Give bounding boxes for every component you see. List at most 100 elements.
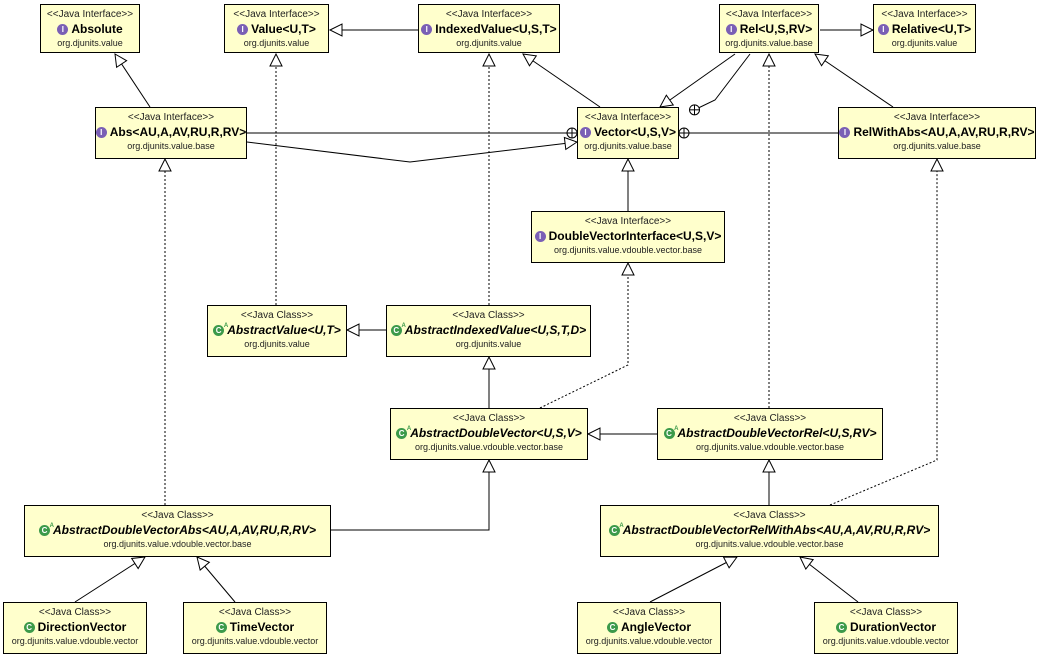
type-name: DirectionVector	[37, 620, 127, 634]
edge-extends-advrwa-to-advrel	[762, 458, 776, 505]
package-name: org.djunits.value	[891, 38, 958, 48]
edge-extends-vector-to-indexedvalue	[522, 53, 601, 108]
package-name: org.djunits.value.vdouble.vector.base	[695, 539, 844, 549]
abstract-class-icon: C	[396, 424, 411, 439]
uml-class-adv[interactable]: <<Java Class>>CAbstractDoubleVector<U,S,…	[390, 408, 588, 460]
class-icon: C	[215, 621, 227, 633]
package-name: org.djunits.value.vdouble.vector.base	[695, 442, 845, 452]
package-name: org.djunits.value.base	[893, 141, 981, 151]
edge-extends-advrel-to-adv	[586, 427, 657, 441]
inheritance-arrowhead	[659, 94, 675, 108]
edge-extends-indexedvalue-to-value	[328, 23, 418, 37]
inheritance-arrowhead	[269, 52, 283, 67]
edge-nested-vector-to-rel	[689, 53, 751, 116]
abstract-class-icon: C	[663, 424, 679, 439]
package-name: org.djunits.value.vdouble.vector.base	[553, 245, 703, 255]
edge-extends-angle-to-advrwa	[649, 556, 738, 603]
edge-extends-relwithabs-to-rel	[814, 53, 894, 108]
edge-implements-advrwa-to-relwithabs	[829, 157, 944, 506]
edge-extends-abs-to-vector	[246, 136, 579, 163]
uml-class-advrwa[interactable]: <<Java Class>>CAbstractDoubleVectorRelWi…	[600, 505, 939, 557]
type-name: TimeVector	[229, 620, 295, 634]
package-name: org.djunits.value.vdouble.vector.base	[414, 442, 564, 452]
inheritance-arrowhead	[482, 458, 496, 473]
inheritance-arrowhead	[114, 53, 128, 69]
type-name: DurationVector	[849, 620, 936, 634]
stereotype-label: <<Java Class>>	[240, 310, 314, 321]
edge-extends-abs-to-absolute	[114, 53, 151, 108]
stereotype-label: <<Java Class>>	[141, 510, 214, 521]
stereotype-label: <<Java Interface>>	[725, 9, 813, 20]
inheritance-arrowhead	[130, 556, 146, 570]
inheritance-arrowhead	[762, 458, 776, 473]
package-name: org.djunits.value.vdouble.vector	[11, 636, 139, 646]
inheritance-arrowhead	[621, 261, 635, 276]
stereotype-label: <<Java Interface>>	[445, 9, 533, 20]
class-icon: C	[23, 621, 35, 633]
abstract-class-icon: C	[608, 521, 624, 536]
edge-implements-adv-to-dvi	[539, 261, 635, 409]
package-name: org.djunits.value.vdouble.vector.base	[103, 539, 252, 549]
node-title: CAbstractDoubleVectorRelWithAbs<AU,A,AV,…	[601, 521, 938, 538]
stereotype-label: <<Java Class>>	[452, 310, 525, 321]
stereotype-label: <<Java Interface>>	[233, 9, 320, 20]
package-name: org.djunits.value.vdouble.vector	[585, 636, 713, 646]
uml-class-absindexed[interactable]: <<Java Class>>CAbstractIndexedValue<U,S,…	[386, 305, 591, 357]
type-name: AbstractDoubleVectorAbs<AU,A,AV,RU,R,RV>	[53, 523, 316, 537]
interface-icon: I	[237, 23, 249, 35]
inheritance-arrowhead	[586, 427, 601, 441]
stereotype-label: <<Java Class>>	[612, 607, 686, 618]
type-name: DoubleVectorInterface<U,S,V>	[548, 229, 722, 243]
package-name: org.djunits.value	[456, 38, 522, 48]
interface-icon: I	[725, 23, 737, 35]
interface-icon: I	[579, 126, 591, 138]
inheritance-arrowhead	[482, 355, 496, 370]
inheritance-arrowhead	[621, 157, 635, 172]
edge-implements-advrel-to-rel	[762, 52, 776, 408]
package-name: org.djunits.value.vdouble.vector	[822, 636, 950, 646]
type-name: AbstractValue<U,T>	[227, 323, 341, 337]
interface-icon: I	[839, 126, 851, 138]
uml-class-advrel[interactable]: <<Java Class>>CAbstractDoubleVectorRel<U…	[657, 408, 883, 460]
interface-icon: I	[95, 126, 107, 138]
package-name: org.djunits.value	[57, 38, 123, 48]
type-name: Value<U,T>	[251, 22, 316, 36]
stereotype-label: <<Java Interface>>	[584, 216, 672, 227]
type-name: AbstractDoubleVectorRelWithAbs<AU,A,AV,R…	[622, 523, 931, 537]
type-name: AbstractDoubleVector<U,S,V>	[410, 426, 582, 440]
edge-extends-duration-to-advrwa	[799, 556, 859, 603]
inheritance-arrowhead	[814, 53, 830, 67]
uml-class-advabs[interactable]: <<Java Class>> CAbstractDoubleVectorAbs<A…	[24, 505, 331, 557]
stereotype-label: <<Java Class>>	[218, 607, 292, 618]
abstract-class-icon: C	[39, 521, 54, 536]
uml-class-absvalue[interactable]: <<Java Class>>CAbstractValue<U,T>org.dju…	[207, 305, 347, 357]
inheritance-arrowhead	[345, 323, 360, 337]
type-name: Relative<U,T>	[891, 22, 972, 36]
package-name: org.djunits.value	[455, 339, 522, 349]
abstract-class-icon: C	[213, 321, 228, 336]
inheritance-arrowhead	[930, 157, 944, 172]
class-icon: C	[835, 621, 847, 633]
type-name: Vector<U,S,V>	[593, 125, 677, 139]
